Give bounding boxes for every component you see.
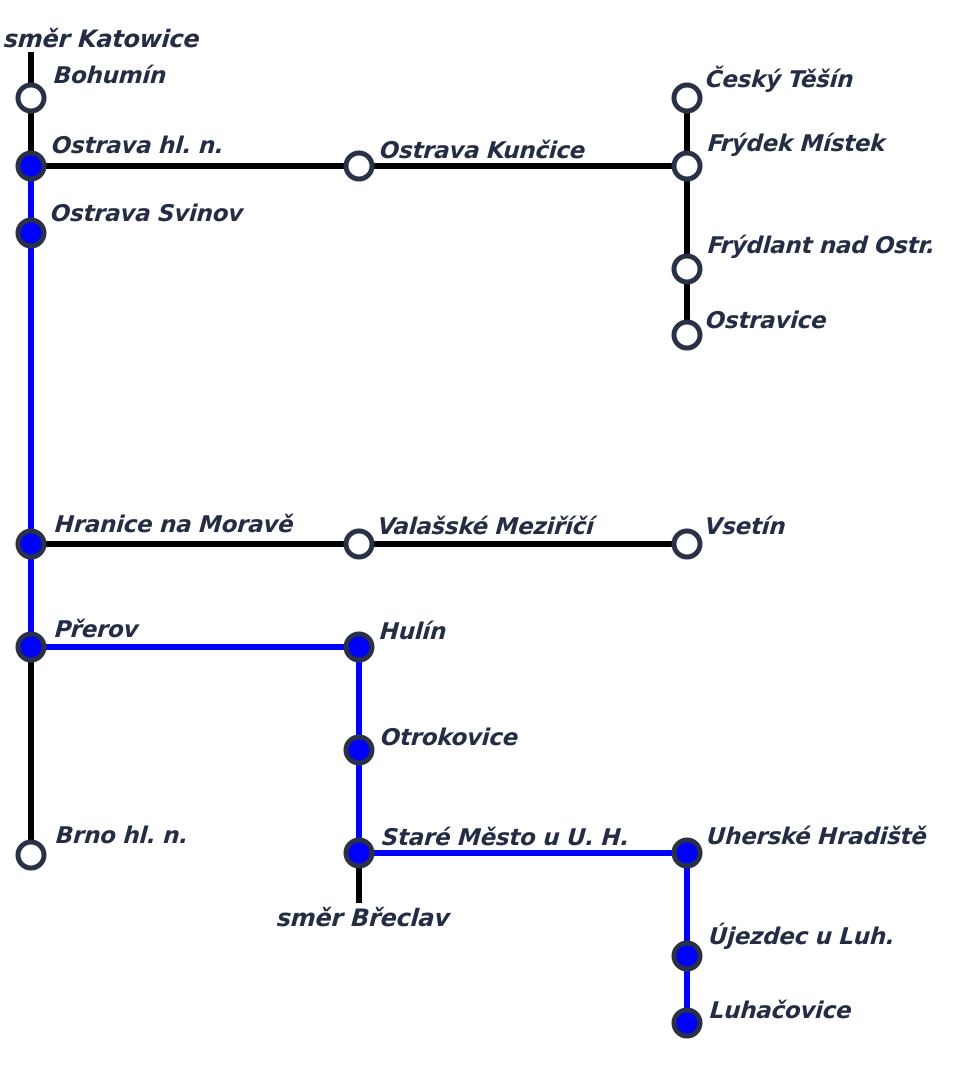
direction-label-breclav: směr Břeclav	[276, 904, 451, 932]
station-label-ostravice: Ostravice	[705, 308, 828, 334]
station-marker-stare-mesto	[343, 837, 375, 869]
station-marker-ujezdec	[671, 940, 703, 972]
station-label-hulin: Hulín	[379, 619, 448, 645]
station-marker-ostrava-kuncice	[343, 150, 375, 182]
station-marker-vsetin	[671, 528, 703, 560]
station-label-luhacovice: Luhačovice	[709, 998, 853, 1024]
station-marker-ostrava-svinov	[15, 217, 47, 249]
station-label-prerov: Přerov	[54, 617, 140, 643]
station-marker-ostravice	[671, 319, 703, 351]
direction-label-katowice: směr Katowice	[3, 25, 201, 53]
station-marker-prerov	[15, 631, 47, 663]
station-marker-hranice	[15, 528, 47, 560]
station-marker-valasske-mezirici	[343, 528, 375, 560]
station-label-hranice: Hranice na Moravě	[54, 512, 295, 538]
station-marker-frydlant	[671, 253, 703, 285]
station-label-stare-mesto: Staré Město u U. H.	[381, 825, 631, 851]
station-label-bohumin: Bohumín	[53, 63, 168, 89]
station-label-frydlant: Frýdlant nad Ostr.	[707, 233, 936, 259]
station-label-otrokovice: Otrokovice	[380, 725, 520, 751]
station-label-vsetin: Vsetín	[704, 514, 787, 540]
station-label-ujezdec: Újezdec u Luh.	[708, 924, 896, 950]
station-marker-uherske-hradiste	[671, 837, 703, 869]
station-marker-brno	[15, 839, 47, 871]
station-label-brno: Brno hl. n.	[55, 823, 189, 849]
station-label-ostrava-hl-n: Ostrava hl. n.	[51, 133, 225, 159]
station-label-cesky-tesin: Český Těšín	[705, 67, 855, 93]
station-label-ostrava-svinov: Ostrava Svinov	[50, 201, 244, 227]
station-label-uherske-hradiste: Uherské Hradiště	[706, 824, 928, 850]
station-marker-bohumin	[15, 82, 47, 114]
station-marker-hulin	[343, 631, 375, 663]
station-marker-cesky-tesin	[671, 82, 703, 114]
station-marker-ostrava-hl-n	[15, 150, 47, 182]
station-label-ostrava-kuncice: Ostrava Kunčice	[379, 138, 587, 164]
station-marker-otrokovice	[343, 734, 375, 766]
station-marker-frydek-mistek	[671, 150, 703, 182]
station-markers	[15, 82, 703, 1039]
station-label-valasske-mezirici: Valašské Meziříčí	[377, 514, 595, 540]
station-label-frydek-mistek: Frýdek Místek	[707, 131, 887, 157]
station-marker-luhacovice	[671, 1007, 703, 1039]
